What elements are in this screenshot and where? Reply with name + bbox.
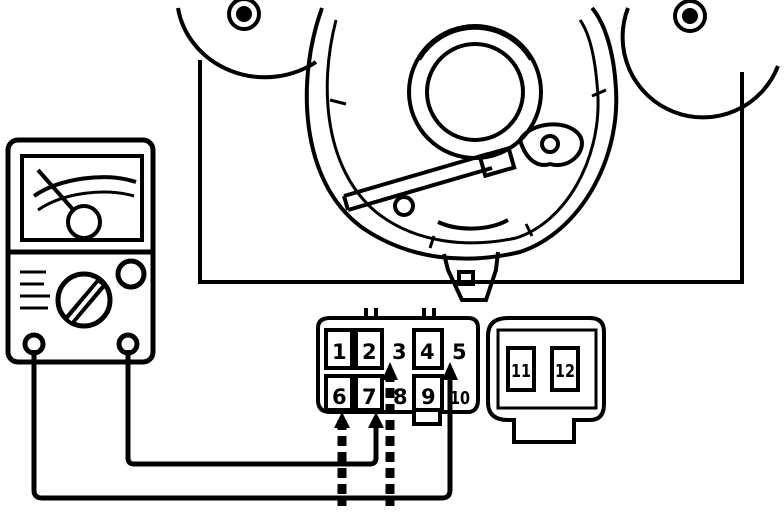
multimeter bbox=[5, 137, 156, 365]
pin-7-label: 7 bbox=[362, 385, 377, 409]
pin-4-label: 4 bbox=[420, 340, 435, 364]
pin-12-label: 12 bbox=[555, 361, 575, 382]
zero-adjust-knob bbox=[115, 258, 147, 290]
test-lead-positive bbox=[125, 350, 379, 467]
jumper-wire-dashed bbox=[337, 372, 395, 506]
scale-ticks bbox=[20, 270, 50, 310]
pin-10-label: 10 bbox=[450, 388, 470, 409]
connector-b-housing bbox=[486, 316, 606, 444]
meter-needle bbox=[36, 168, 102, 240]
connector-b-pins: 11 12 bbox=[511, 361, 575, 382]
pin-1-label: 1 bbox=[332, 340, 347, 364]
pin-9-label: 9 bbox=[421, 385, 436, 409]
pin-3-label: 3 bbox=[392, 340, 407, 364]
distributor-housing bbox=[176, 0, 780, 302]
pin-2-label: 2 bbox=[362, 340, 377, 364]
pin-6-label: 6 bbox=[332, 385, 347, 409]
pin-11-label: 11 bbox=[511, 361, 531, 382]
probe-arrows bbox=[334, 362, 458, 428]
pin-8-label: 8 bbox=[393, 385, 408, 409]
test-lead-negative bbox=[31, 350, 453, 501]
meter-dial-display bbox=[20, 154, 144, 242]
connector-a-pins: 1 2 3 4 5 6 7 8 9 10 bbox=[332, 340, 470, 409]
connector-a-housing bbox=[316, 308, 480, 426]
pin-5-label: 5 bbox=[452, 340, 467, 364]
range-selector-knob bbox=[55, 271, 113, 329]
